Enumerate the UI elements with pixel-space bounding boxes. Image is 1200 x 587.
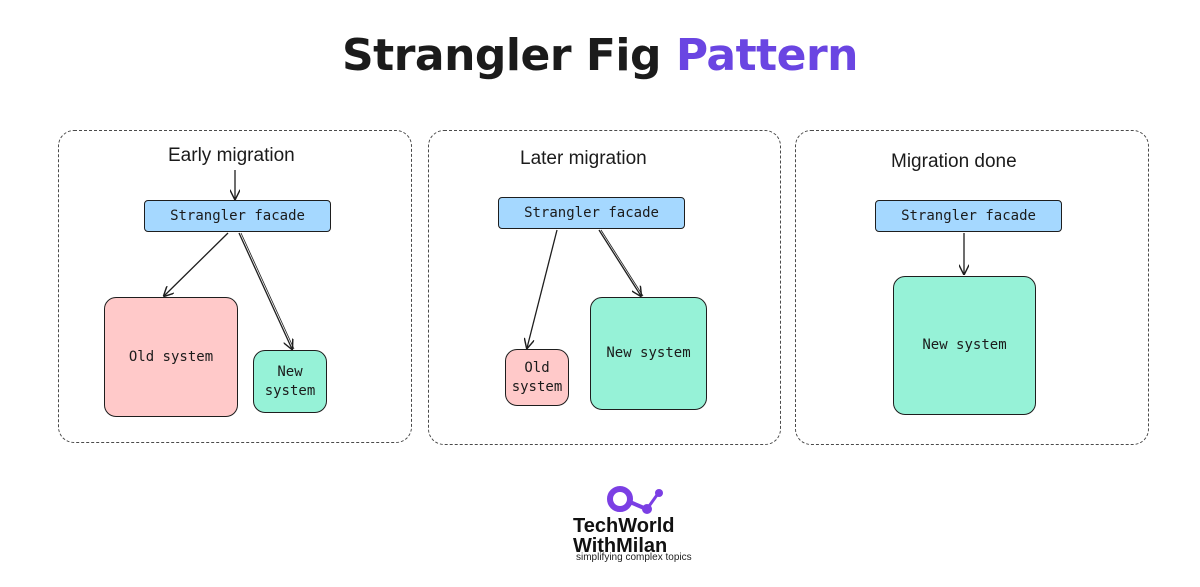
new-system-later: New system	[590, 297, 707, 410]
new-system-early: New system	[253, 350, 327, 413]
panel-later-migration	[428, 130, 781, 445]
panel-migration-done	[795, 130, 1149, 445]
old-system-later-line2: system	[511, 378, 563, 395]
title-accent: Pattern	[675, 30, 859, 81]
panel-title-later: Later migration	[520, 148, 647, 169]
panel-title-done: Migration done	[891, 151, 1017, 172]
panel-title-early: Early migration	[168, 145, 295, 166]
old-system-early: Old system	[104, 297, 238, 417]
new-system-done: New system	[893, 276, 1036, 415]
title-main: Strangler Fig	[341, 30, 676, 81]
strangler-facade-done: Strangler facade	[875, 200, 1062, 232]
page-title: Strangler Fig Pattern	[0, 30, 1200, 81]
strangler-facade-early: Strangler facade	[144, 200, 331, 232]
techworld-logo-icon	[607, 486, 663, 514]
logo-line1: TechWorld	[573, 515, 675, 537]
logo-line2: WithMilan	[573, 535, 668, 557]
logo-tagline: simplifying complex topics	[576, 552, 692, 563]
old-system-later-line1: Old	[524, 359, 550, 376]
strangler-facade-later: Strangler facade	[498, 197, 685, 229]
panel-early-migration	[58, 130, 412, 443]
new-system-early-line2: system	[264, 382, 316, 399]
old-system-later: Old system	[505, 349, 569, 406]
new-system-early-line1: New	[277, 363, 303, 380]
logo-text: TechWorld WithMilan	[573, 516, 674, 556]
